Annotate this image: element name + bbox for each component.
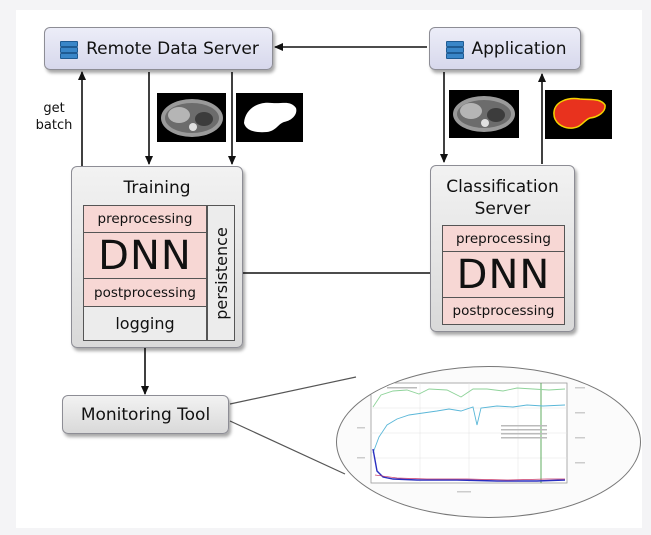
- ct-scan-thumbnail: [449, 90, 519, 138]
- get-label: get: [43, 101, 65, 116]
- classification-server-node: Classification Server preprocessing DNN …: [430, 165, 575, 332]
- remote-data-server-node: Remote Data Server: [44, 27, 273, 70]
- training-dnn: DNN: [84, 233, 206, 279]
- segmentation-mask-thumbnail: [236, 93, 303, 142]
- training-curves-callout: [336, 366, 641, 518]
- liver-segmentation-thumbnail: [545, 90, 612, 139]
- classification-server-title-2: Server: [474, 199, 531, 219]
- classification-layer-stack: preprocessing DNN postprocessing: [442, 225, 565, 325]
- classification-preprocessing: preprocessing: [443, 226, 564, 252]
- application-node: Application: [429, 27, 581, 70]
- training-preprocessing: preprocessing: [84, 206, 206, 233]
- training-postprocessing: postprocessing: [84, 279, 206, 307]
- get-batch-label: get batch: [34, 100, 74, 134]
- training-persistence: persistence: [207, 205, 235, 341]
- training-title: Training: [123, 178, 191, 198]
- classification-dnn: DNN: [443, 252, 564, 298]
- server-icon: [58, 40, 79, 59]
- training-logging: logging: [84, 307, 206, 340]
- classification-postprocessing: postprocessing: [443, 298, 564, 324]
- persistence-label: persistence: [211, 226, 231, 320]
- server-icon: [444, 40, 464, 59]
- ct-scan-thumbnail: [157, 93, 226, 142]
- training-layer-stack: preprocessing DNN postprocessing logging: [83, 205, 207, 341]
- classification-server-title-1: Classification: [446, 177, 559, 197]
- monitoring-tool-label: Monitoring Tool: [80, 404, 211, 425]
- application-label: Application: [471, 38, 567, 59]
- training-curves-plot: [357, 382, 585, 493]
- training-node: Training preprocessing DNN postprocessin…: [71, 166, 243, 348]
- callout-line-bottom: [229, 420, 346, 475]
- callout-line-top: [229, 376, 357, 405]
- monitoring-tool-node: Monitoring Tool: [62, 395, 229, 434]
- batch-label: batch: [35, 118, 73, 133]
- remote-data-server-label: Remote Data Server: [86, 38, 259, 59]
